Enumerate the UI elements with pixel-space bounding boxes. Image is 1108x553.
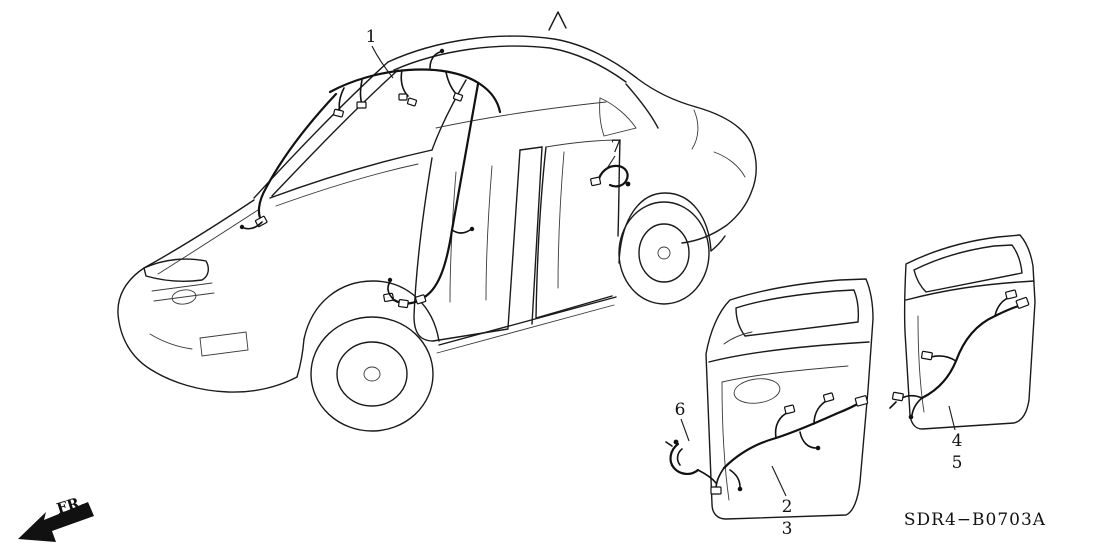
rear-door-panel xyxy=(903,234,1036,430)
callout-label-4: 4 xyxy=(952,431,963,451)
antenna xyxy=(548,11,567,31)
callout-label-7: 7 xyxy=(611,137,622,157)
front-wheel-arch xyxy=(303,280,440,342)
rear-wheel xyxy=(618,201,710,305)
taillight xyxy=(713,151,746,178)
door-speaker xyxy=(733,378,781,404)
side-connector-harness xyxy=(590,164,631,188)
callout-label-3: 3 xyxy=(782,519,793,539)
callouts: 1 7 6 2 3 4 5 xyxy=(366,27,963,539)
grille xyxy=(151,282,215,302)
leader-line-4 xyxy=(948,405,956,431)
door-grommet-connector xyxy=(665,439,717,484)
rear-door-window xyxy=(913,244,1023,293)
front-door-wire-harness xyxy=(710,392,869,495)
rear-door-wire-harness xyxy=(889,289,1030,420)
quarter-window xyxy=(599,97,637,137)
leader-line-1 xyxy=(371,45,394,79)
front-door-window xyxy=(735,289,860,337)
brand-logo xyxy=(171,289,197,305)
front-door-panel xyxy=(705,278,874,520)
callout-label-6: 6 xyxy=(675,400,686,420)
fr-direction-arrow: FR. xyxy=(18,492,94,542)
car-body xyxy=(117,11,757,432)
direction-arrow-icon xyxy=(18,502,94,542)
callout-label-1: 1 xyxy=(366,27,377,47)
roof-wire-harness xyxy=(239,48,502,309)
leader-line-7 xyxy=(605,155,616,171)
rear-door-aperture xyxy=(535,146,613,319)
leader-line-2 xyxy=(771,465,787,497)
front-wheel xyxy=(310,316,434,432)
part-code: SDR4−B0703A xyxy=(904,510,1046,530)
front-door-aperture xyxy=(413,157,509,342)
headlight xyxy=(143,258,210,282)
callout-label-2: 2 xyxy=(782,497,793,517)
callout-label-5: 5 xyxy=(952,453,963,473)
rear-wheel-arch xyxy=(618,192,712,264)
license-plate xyxy=(199,331,249,357)
leader-line-6 xyxy=(680,418,690,442)
